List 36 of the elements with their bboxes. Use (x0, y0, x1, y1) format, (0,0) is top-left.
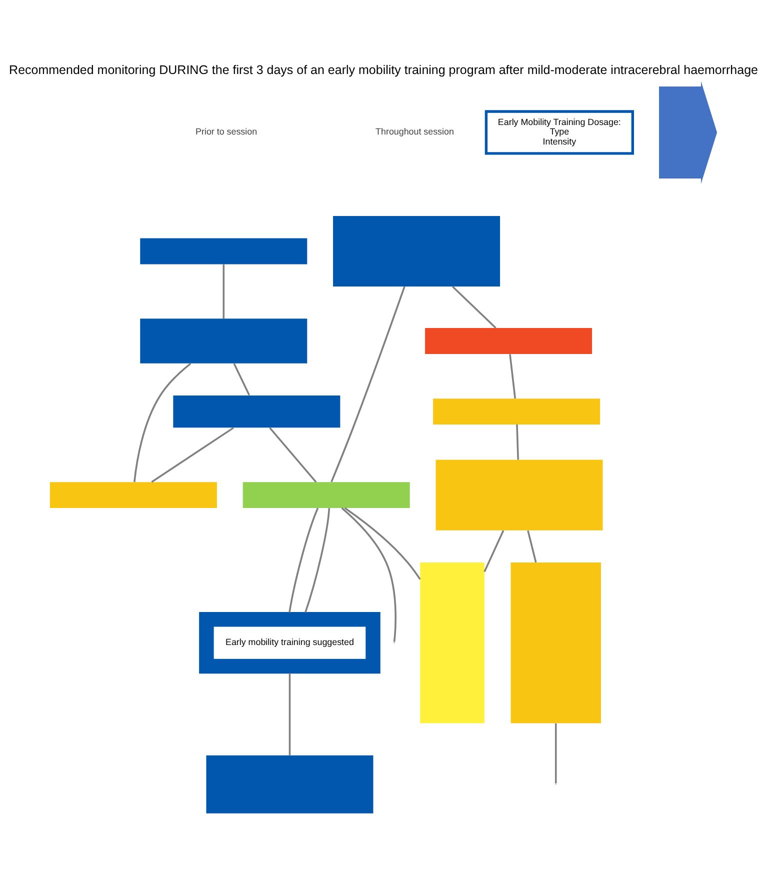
connector (134, 362, 192, 482)
connector (269, 426, 317, 482)
node-box (433, 398, 600, 424)
connector (527, 530, 537, 562)
connector (304, 508, 330, 612)
connector (330, 286, 406, 482)
node-box (173, 394, 340, 428)
node-box (206, 754, 374, 813)
node-box (50, 482, 217, 508)
connector (288, 507, 319, 612)
connector (509, 354, 516, 398)
diagram-title: Recommended monitoring DURING the first 3 days of an early mobility training program after mild-moderate intracerebral haemorrhage (9, 62, 758, 77)
connector (554, 722, 557, 783)
node-box (420, 562, 484, 723)
node-box (510, 562, 601, 723)
connector (288, 672, 291, 755)
node-box (333, 215, 500, 286)
node-box (425, 328, 592, 354)
node-box (140, 318, 308, 363)
connector (233, 362, 250, 396)
connector (484, 530, 504, 572)
connector (452, 286, 496, 328)
connector (222, 264, 225, 318)
connector (341, 506, 396, 642)
label: Throughout session (376, 126, 454, 136)
label: Prior to session (196, 126, 258, 136)
node-box (140, 238, 308, 264)
node-box (436, 459, 603, 530)
node-arrow (659, 80, 718, 184)
connector (516, 424, 520, 460)
connector (151, 426, 234, 482)
cluster (199, 612, 380, 674)
node-box (242, 482, 410, 508)
node-box: Early Mobility Training Dosage: Type Intensity (484, 110, 634, 154)
node-box: Early mobility training suggested (214, 626, 366, 658)
connector (344, 506, 421, 580)
